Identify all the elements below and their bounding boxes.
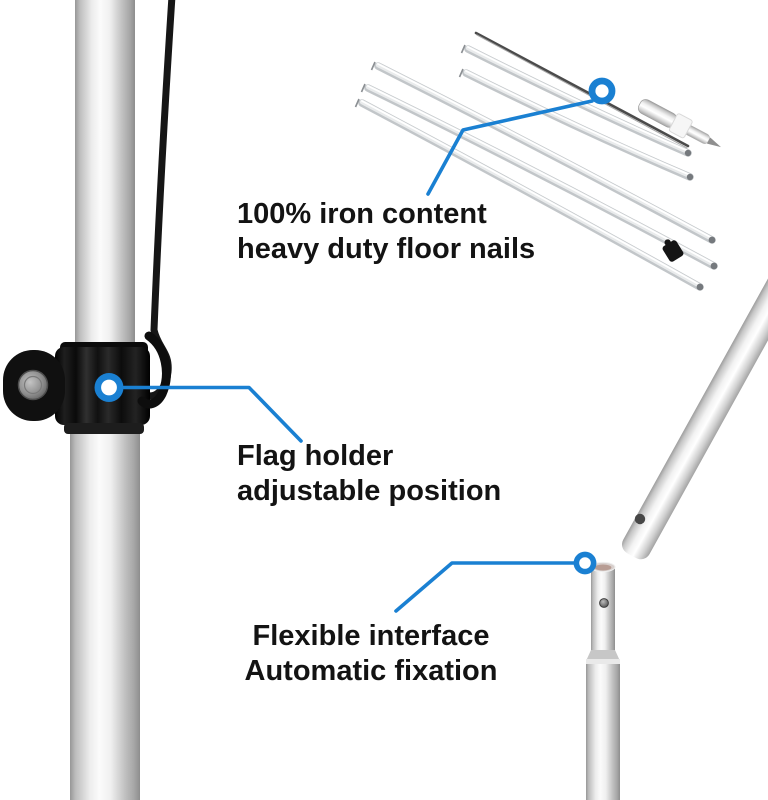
clamp-bolt: [17, 369, 49, 401]
floor-nails-callout-line: [426, 99, 594, 196]
pole-kit-group: [354, 31, 721, 291]
flag-holder-label-line2: adjustable position: [237, 475, 502, 507]
floor-nails-label-line2: heavy duty floor nails: [237, 233, 536, 265]
flexible-interface-ring-icon: [573, 551, 597, 575]
pole-tube: [468, 47, 688, 153]
tube-clip: [662, 239, 684, 262]
floor-nail: [474, 31, 690, 149]
flag-holder-callout-line: [122, 385, 303, 443]
flag-pole-upper: [75, 0, 135, 388]
flag-holder-clamp: [3, 331, 171, 434]
joint-pin: [599, 598, 609, 608]
clamp-hook: [137, 331, 171, 409]
joint-upper-hole: [634, 513, 646, 525]
flexible-interface-label: Flexible interface Automatic fixation: [226, 619, 516, 689]
floor-nails-label-line1: 100% iron content: [237, 198, 487, 230]
flag-holder-label: Flag holder adjustable position: [237, 439, 501, 509]
floor-nails-label: 100% iron content heavy duty floor nails: [237, 197, 535, 267]
clamp-bottom-collar: [64, 423, 144, 434]
flag-holder-label-line1: Flag holder: [237, 440, 394, 472]
joint-group: [586, 263, 768, 800]
floor-nails-ring-icon: [588, 77, 616, 105]
tube-end-caps: [684, 149, 718, 291]
flexible-interface-label-line1: Flexible interface: [252, 620, 490, 652]
flag-holder-dot-icon: [94, 373, 124, 402]
flexible-interface-callout-line: [394, 561, 576, 613]
tube-start-ticks: [354, 44, 466, 108]
flag-pole-lower: [70, 380, 140, 800]
callouts: [94, 77, 616, 613]
joint-lower-segment: [586, 561, 620, 800]
flag-pole-group: [3, 0, 176, 800]
flexible-interface-label-line2: Automatic fixation: [244, 655, 498, 687]
nail-connector: [637, 99, 721, 148]
joint-upper-segment: [622, 263, 768, 560]
